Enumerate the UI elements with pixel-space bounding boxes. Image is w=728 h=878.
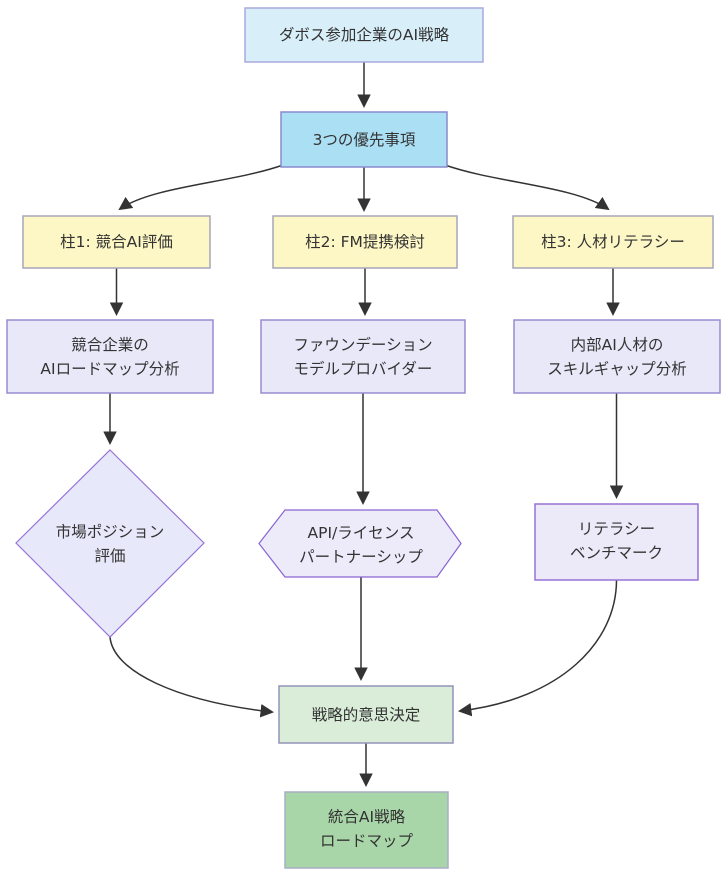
node-title-shape [244, 7, 484, 63]
node-market-position-line2: 評価 [94, 547, 125, 565]
node-strategic-decision: 戦略的意思決定 [278, 685, 454, 744]
node-literacy-benchmark-shape [534, 503, 699, 581]
node-integrated-roadmap-shape [284, 791, 449, 869]
node-pillar3-label: 柱3: 人材リテラシー [541, 233, 685, 251]
node-priorities-label: 3つの優先事項 [313, 131, 416, 149]
edge-market-to-decision [109, 636, 275, 718]
node-roadmap-analysis-shape [6, 319, 214, 394]
node-priorities: 3つの優先事項 [280, 111, 448, 168]
node-fm-providers-line2: モデルプロバイダー [294, 359, 433, 378]
node-priorities-shape [280, 111, 448, 168]
node-literacy-benchmark-line2: ベンチマーク [570, 544, 663, 562]
node-api-license: API/ライセンス パートナーシップ [258, 509, 462, 578]
node-pillar2-label: 柱2: FM提携検討 [305, 233, 425, 251]
edge-priorities-to-pillar3 [444, 164, 610, 211]
node-market-position-line1: 市場ポジション [56, 523, 165, 541]
node-fm-providers-line1: ファウンデーション [293, 335, 432, 354]
node-market-position-shape [15, 449, 205, 638]
node-pillar1-shape [22, 215, 211, 269]
edge-group [103, 62, 624, 788]
node-literacy-benchmark-line1: リテラシー [578, 520, 655, 538]
node-skill-gap-line1: 内部AI人材の [571, 336, 664, 354]
node-pillar3: 柱3: 人材リテラシー [512, 215, 714, 269]
node-api-license-shape [258, 509, 462, 578]
node-skill-gap: 内部AI人材の スキルギャップ分析 [513, 319, 721, 394]
node-strategic-decision-label: 戦略的意思決定 [312, 705, 421, 724]
node-strategic-decision-shape [278, 685, 454, 744]
node-api-license-line1: API/ライセンス [308, 524, 415, 542]
node-skill-gap-line2: スキルギャップ分析 [547, 360, 687, 378]
node-group: ダボス参加企業のAI戦略 3つの優先事項 柱1: 競合AI評価 柱2: FM提携… [6, 7, 721, 869]
node-pillar2-shape [272, 215, 458, 269]
node-api-license-line2: パートナーシップ [299, 548, 423, 566]
node-roadmap-analysis-line1: 競合企業の [71, 336, 149, 354]
node-pillar2: 柱2: FM提携検討 [272, 215, 458, 269]
node-fm-providers-shape [260, 319, 466, 394]
node-pillar1-label: 柱1: 競合AI評価 [60, 233, 173, 251]
node-pillar3-shape [512, 215, 714, 269]
node-integrated-roadmap: 統合AI戦略 ロードマップ [284, 791, 449, 869]
node-integrated-roadmap-line1: 統合AI戦略 [328, 808, 406, 826]
node-literacy-benchmark: リテラシー ベンチマーク [534, 503, 699, 581]
node-title: ダボス参加企業のAI戦略 [244, 7, 484, 63]
node-roadmap-analysis: 競合企業の AIロードマップ分析 [6, 319, 214, 394]
node-pillar1: 柱1: 競合AI評価 [22, 215, 211, 269]
node-roadmap-analysis-line2: AIロードマップ分析 [40, 360, 179, 378]
edge-priorities-to-pillar1 [118, 164, 284, 211]
node-integrated-roadmap-line2: ロードマップ [320, 832, 414, 850]
node-skill-gap-shape [513, 319, 721, 394]
node-fm-providers: ファウンデーション モデルプロバイダー [260, 319, 466, 394]
node-title-label: ダボス参加企業のAI戦略 [279, 26, 450, 44]
node-market-position: 市場ポジション 評価 [15, 449, 205, 638]
edge-benchmark-to-decision [457, 579, 618, 717]
